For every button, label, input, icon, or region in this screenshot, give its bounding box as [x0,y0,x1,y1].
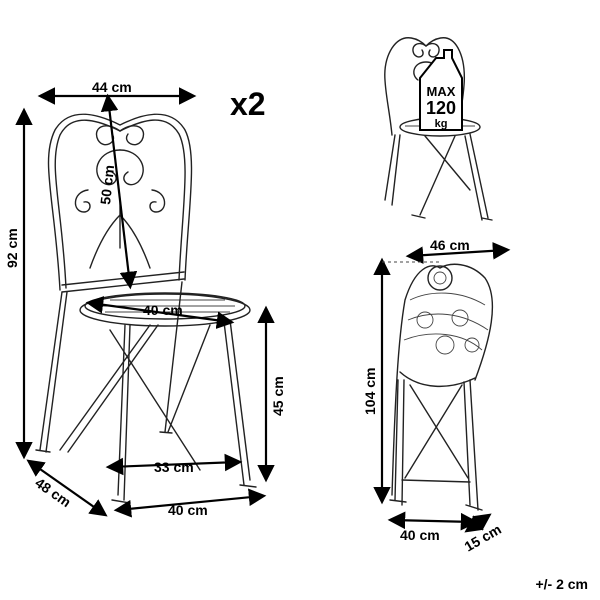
main-seat-diameter-label: 40 cm [143,302,183,318]
main-inner-base-label: 33 cm [154,459,194,475]
folded-height-label: 104 cm [362,368,378,415]
weight-badge: MAX 120 kg [419,49,463,131]
main-base-width-label: 40 cm [168,502,208,518]
folded-thickness-label: 15 cm [462,521,504,555]
load-unit-text: kg [435,118,448,130]
main-depth-label: 48 cm [32,474,74,510]
folded-chair-dimension-arrows [373,242,511,533]
main-seat-height-label: 45 cm [270,376,286,416]
folded-width-label: 46 cm [430,237,470,253]
folded-base-width-label: 40 cm [400,527,440,543]
main-backrest-height-label: 50 cm [97,164,117,205]
folded-chair-drawing [389,263,494,511]
tolerance-note: +/- 2 cm [535,576,588,592]
main-width-label: 44 cm [92,79,132,95]
main-height-label: 92 cm [4,228,20,268]
quantity-label: x2 [230,86,266,122]
load-value-text: 120 [426,98,456,118]
load-max-text: MAX [427,84,456,99]
main-chair-dimension-arrows [15,87,275,518]
